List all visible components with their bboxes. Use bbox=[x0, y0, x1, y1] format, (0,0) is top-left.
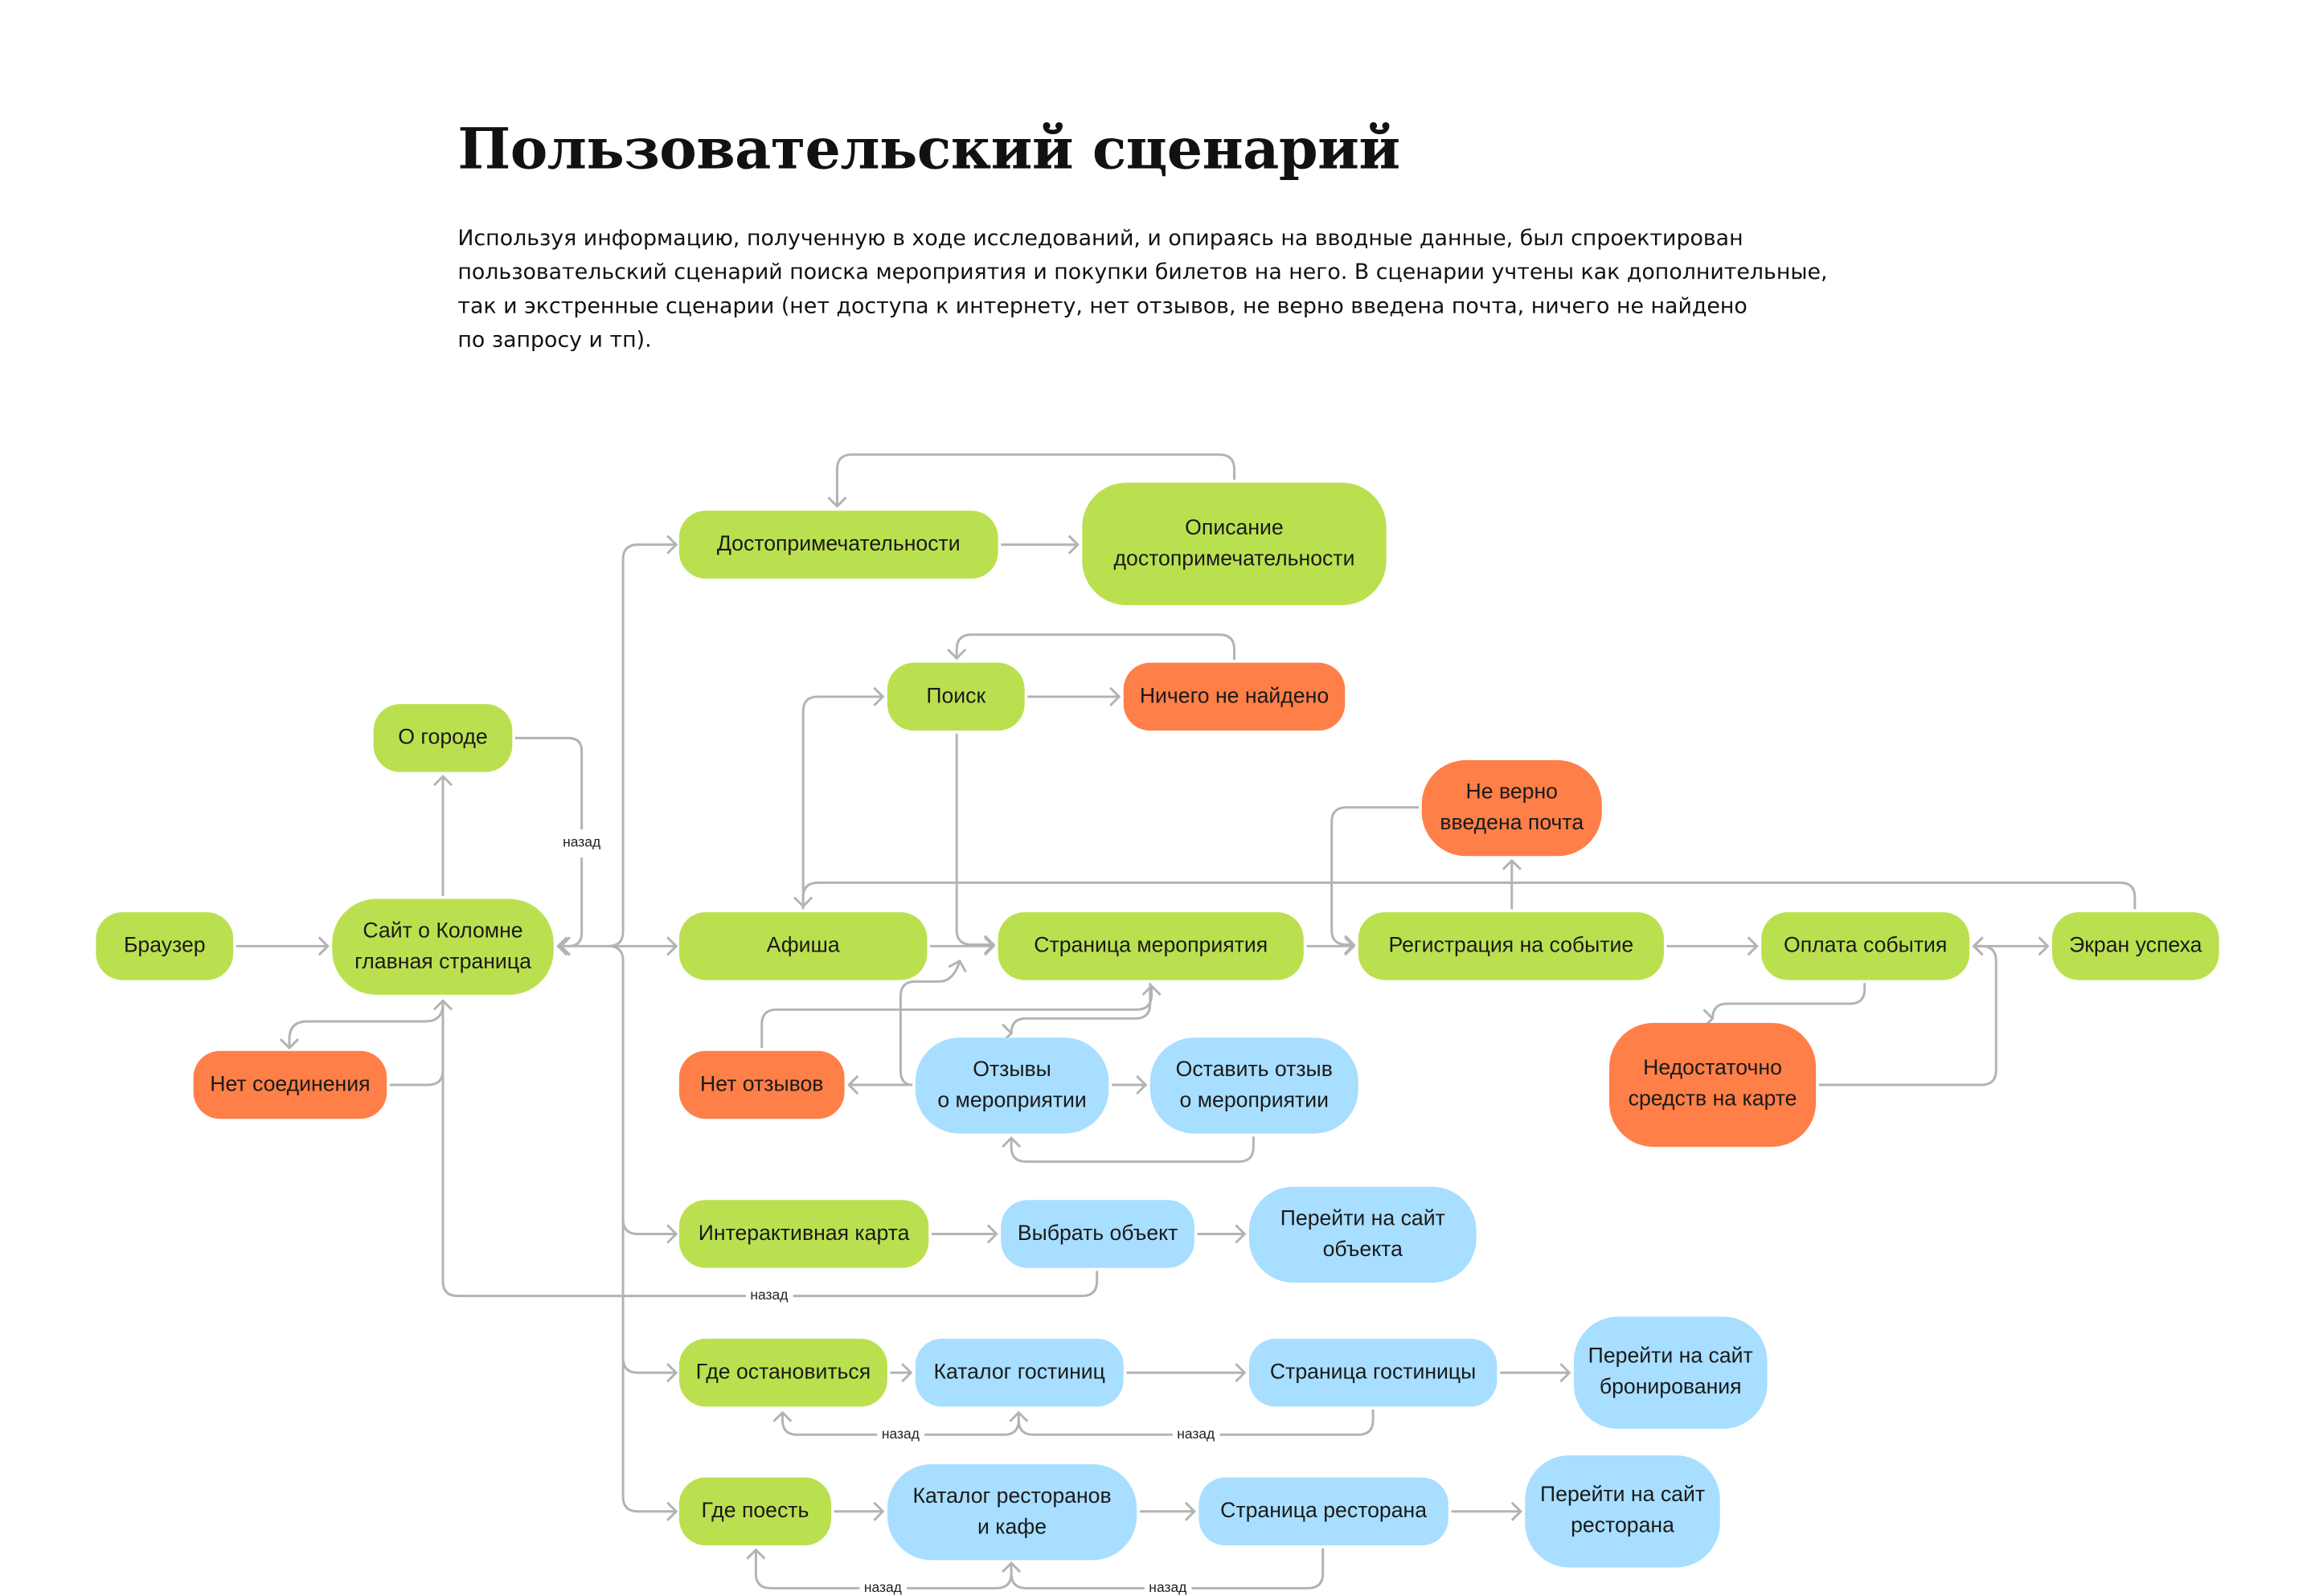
node-nothing-found: Ничего не найдено bbox=[1123, 662, 1346, 731]
node-about-city: О городе bbox=[373, 704, 513, 772]
node-payment: Оплата события bbox=[1761, 912, 1970, 980]
node-no-reviews: Нет отзывов bbox=[678, 1050, 845, 1119]
node-choose-object: Выбрать объект bbox=[1001, 1200, 1194, 1268]
back-label: назад bbox=[558, 834, 605, 851]
node-success: Экран успеха bbox=[2052, 912, 2219, 980]
back-label: назад bbox=[877, 1426, 924, 1443]
back-label: назад bbox=[745, 1287, 793, 1304]
node-wrong-email: Не верно введена почта bbox=[1421, 759, 1602, 857]
node-booking-site: Перейти на сайт бронирования bbox=[1573, 1316, 1768, 1429]
node-browser: Браузер bbox=[96, 912, 234, 980]
node-hotel-catalog: Каталог гостиниц bbox=[915, 1338, 1124, 1407]
node-registration: Регистрация на событие bbox=[1358, 912, 1664, 980]
node-afisha: Афиша bbox=[678, 912, 928, 980]
node-home-page: Сайт о Коломне главная страница bbox=[332, 898, 554, 995]
node-event-page: Страница мероприятия bbox=[998, 912, 1304, 980]
node-where-to-eat: Где поесть bbox=[678, 1477, 832, 1546]
intro-paragraph: Используя информацию, полученную в ходе … bbox=[457, 222, 1875, 358]
back-label: назад bbox=[1144, 1580, 1191, 1596]
back-label: назад bbox=[859, 1580, 907, 1596]
node-insufficient-funds: Недостаточно средств на карте bbox=[1609, 1022, 1817, 1148]
node-no-connection: Нет соединения bbox=[193, 1050, 387, 1119]
node-sight-description: Описание достопримечательности bbox=[1082, 482, 1387, 606]
node-sights: Достопримечательности bbox=[678, 510, 998, 579]
intro-line: пользовательский сценарий поиска меропри… bbox=[457, 260, 1828, 285]
node-reviews: Отзывы о мероприятии bbox=[915, 1037, 1109, 1134]
connector-lines bbox=[236, 453, 2137, 1590]
node-restaurant-site: Перейти на сайт ресторана bbox=[1525, 1455, 1720, 1568]
back-label: назад bbox=[1172, 1426, 1219, 1443]
node-leave-review: Оставить отзыв о мероприятии bbox=[1149, 1037, 1358, 1134]
node-restaurant-page: Страница ресторана bbox=[1198, 1477, 1448, 1546]
node-interactive-map: Интерактивная карта bbox=[678, 1200, 929, 1268]
node-restaurant-catalog: Каталог ресторанов и кафе bbox=[887, 1464, 1137, 1561]
node-object-site: Перейти на сайт объекта bbox=[1248, 1186, 1477, 1283]
node-search: Поиск bbox=[887, 662, 1025, 731]
intro-line: по запросу и тп). bbox=[457, 327, 652, 353]
page-title: Пользовательский сценарий bbox=[457, 115, 1400, 182]
node-hotel-page: Страница гостиницы bbox=[1248, 1338, 1498, 1407]
intro-line: так и экстренные сценарии (нет доступа к… bbox=[457, 293, 1748, 319]
intro-line: Используя информацию, полученную в ходе … bbox=[457, 226, 1743, 252]
node-where-to-stay: Где остановиться bbox=[678, 1338, 887, 1407]
